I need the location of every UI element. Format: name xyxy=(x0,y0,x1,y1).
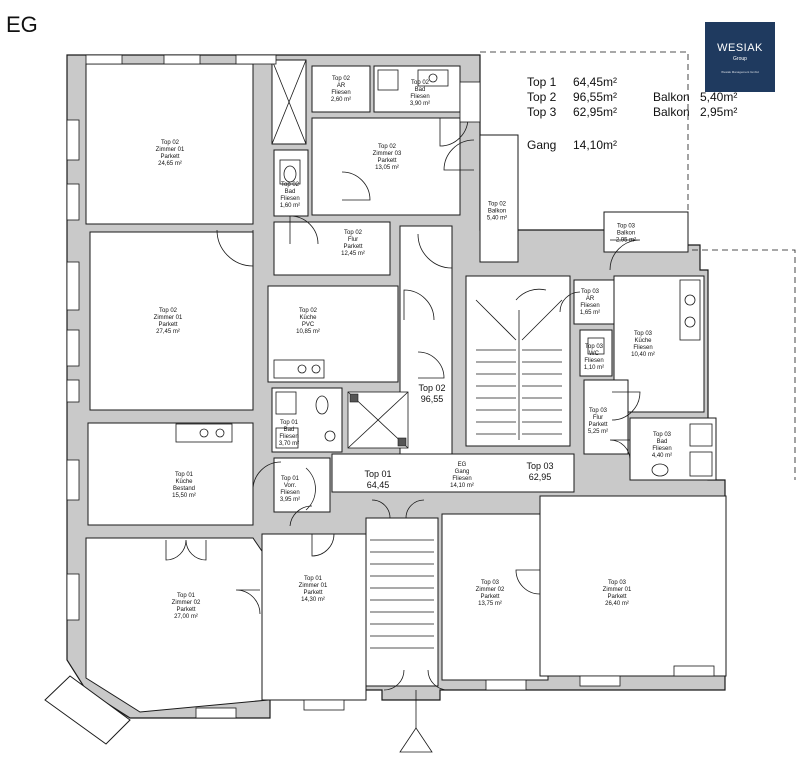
bay-window xyxy=(44,675,131,745)
room-t01-zimmer02 xyxy=(85,537,269,713)
room-t01-vorr xyxy=(273,457,331,513)
room-t03-ar xyxy=(573,279,615,325)
legend-gang-area: 14,10m² xyxy=(573,138,618,152)
legend-unit-area: 64,45m² xyxy=(573,75,618,89)
room-t02-balkon xyxy=(479,134,519,263)
legend-balcony-label: Balkon xyxy=(653,105,690,119)
doors xyxy=(165,117,641,691)
legend-unit-name: Top 1 xyxy=(527,75,557,89)
legend-unit-name: Top 3 xyxy=(527,105,557,119)
legend-balcony-area: 5,40m² xyxy=(700,90,738,104)
stairs-top xyxy=(475,288,563,440)
wesiak-logo: WESIAK Group Wesiak Management GmbH xyxy=(705,22,775,92)
room-t03-zimmer01 xyxy=(539,495,727,677)
legend-row: Top 3 62,95m² Balkon 2,95m² xyxy=(527,105,787,120)
room-t02-flur xyxy=(273,221,391,276)
entrance-arrow xyxy=(399,727,433,753)
stairwell xyxy=(465,275,571,447)
logo-title: WESIAK xyxy=(717,42,763,54)
legend-balcony-area: 2,95m² xyxy=(700,105,738,119)
logo-tagline: Wesiak Management GmbH xyxy=(721,70,759,74)
room-t02-ar xyxy=(311,65,371,113)
room-t02-zimmer03 xyxy=(311,117,461,216)
legend-balcony-label: Balkon xyxy=(653,90,690,104)
area-legend: Top 1 64,45m² Top 2 96,55m² Balkon 5,40m… xyxy=(527,75,787,153)
legend-gang-label: Gang xyxy=(527,138,557,152)
legend-row: Top 2 96,55m² Balkon 5,40m² xyxy=(527,90,787,105)
legend-gang-row: Gang 14,10m² xyxy=(527,138,787,153)
logo-subtitle: Group xyxy=(733,56,747,62)
legend-unit-area: 96,55m² xyxy=(573,90,618,104)
legend-unit-area: 62,95m² xyxy=(573,105,618,119)
floor-label: EG xyxy=(6,12,38,37)
room-t03-balkon xyxy=(603,211,689,253)
room-t01-zimmer01 xyxy=(261,533,367,701)
legend-unit-name: Top 2 xyxy=(527,90,557,104)
fixtures xyxy=(175,69,713,477)
stairs-bottom xyxy=(370,539,434,649)
legend-row: Top 1 64,45m² xyxy=(527,75,787,90)
room-t02-hall xyxy=(399,225,453,467)
room-t02-zimmer01-b xyxy=(89,231,254,411)
room-t02-zimmer01-a xyxy=(85,63,254,225)
room-eg-gang xyxy=(331,453,575,493)
windows xyxy=(66,54,715,719)
stairwell-lower xyxy=(365,517,439,687)
